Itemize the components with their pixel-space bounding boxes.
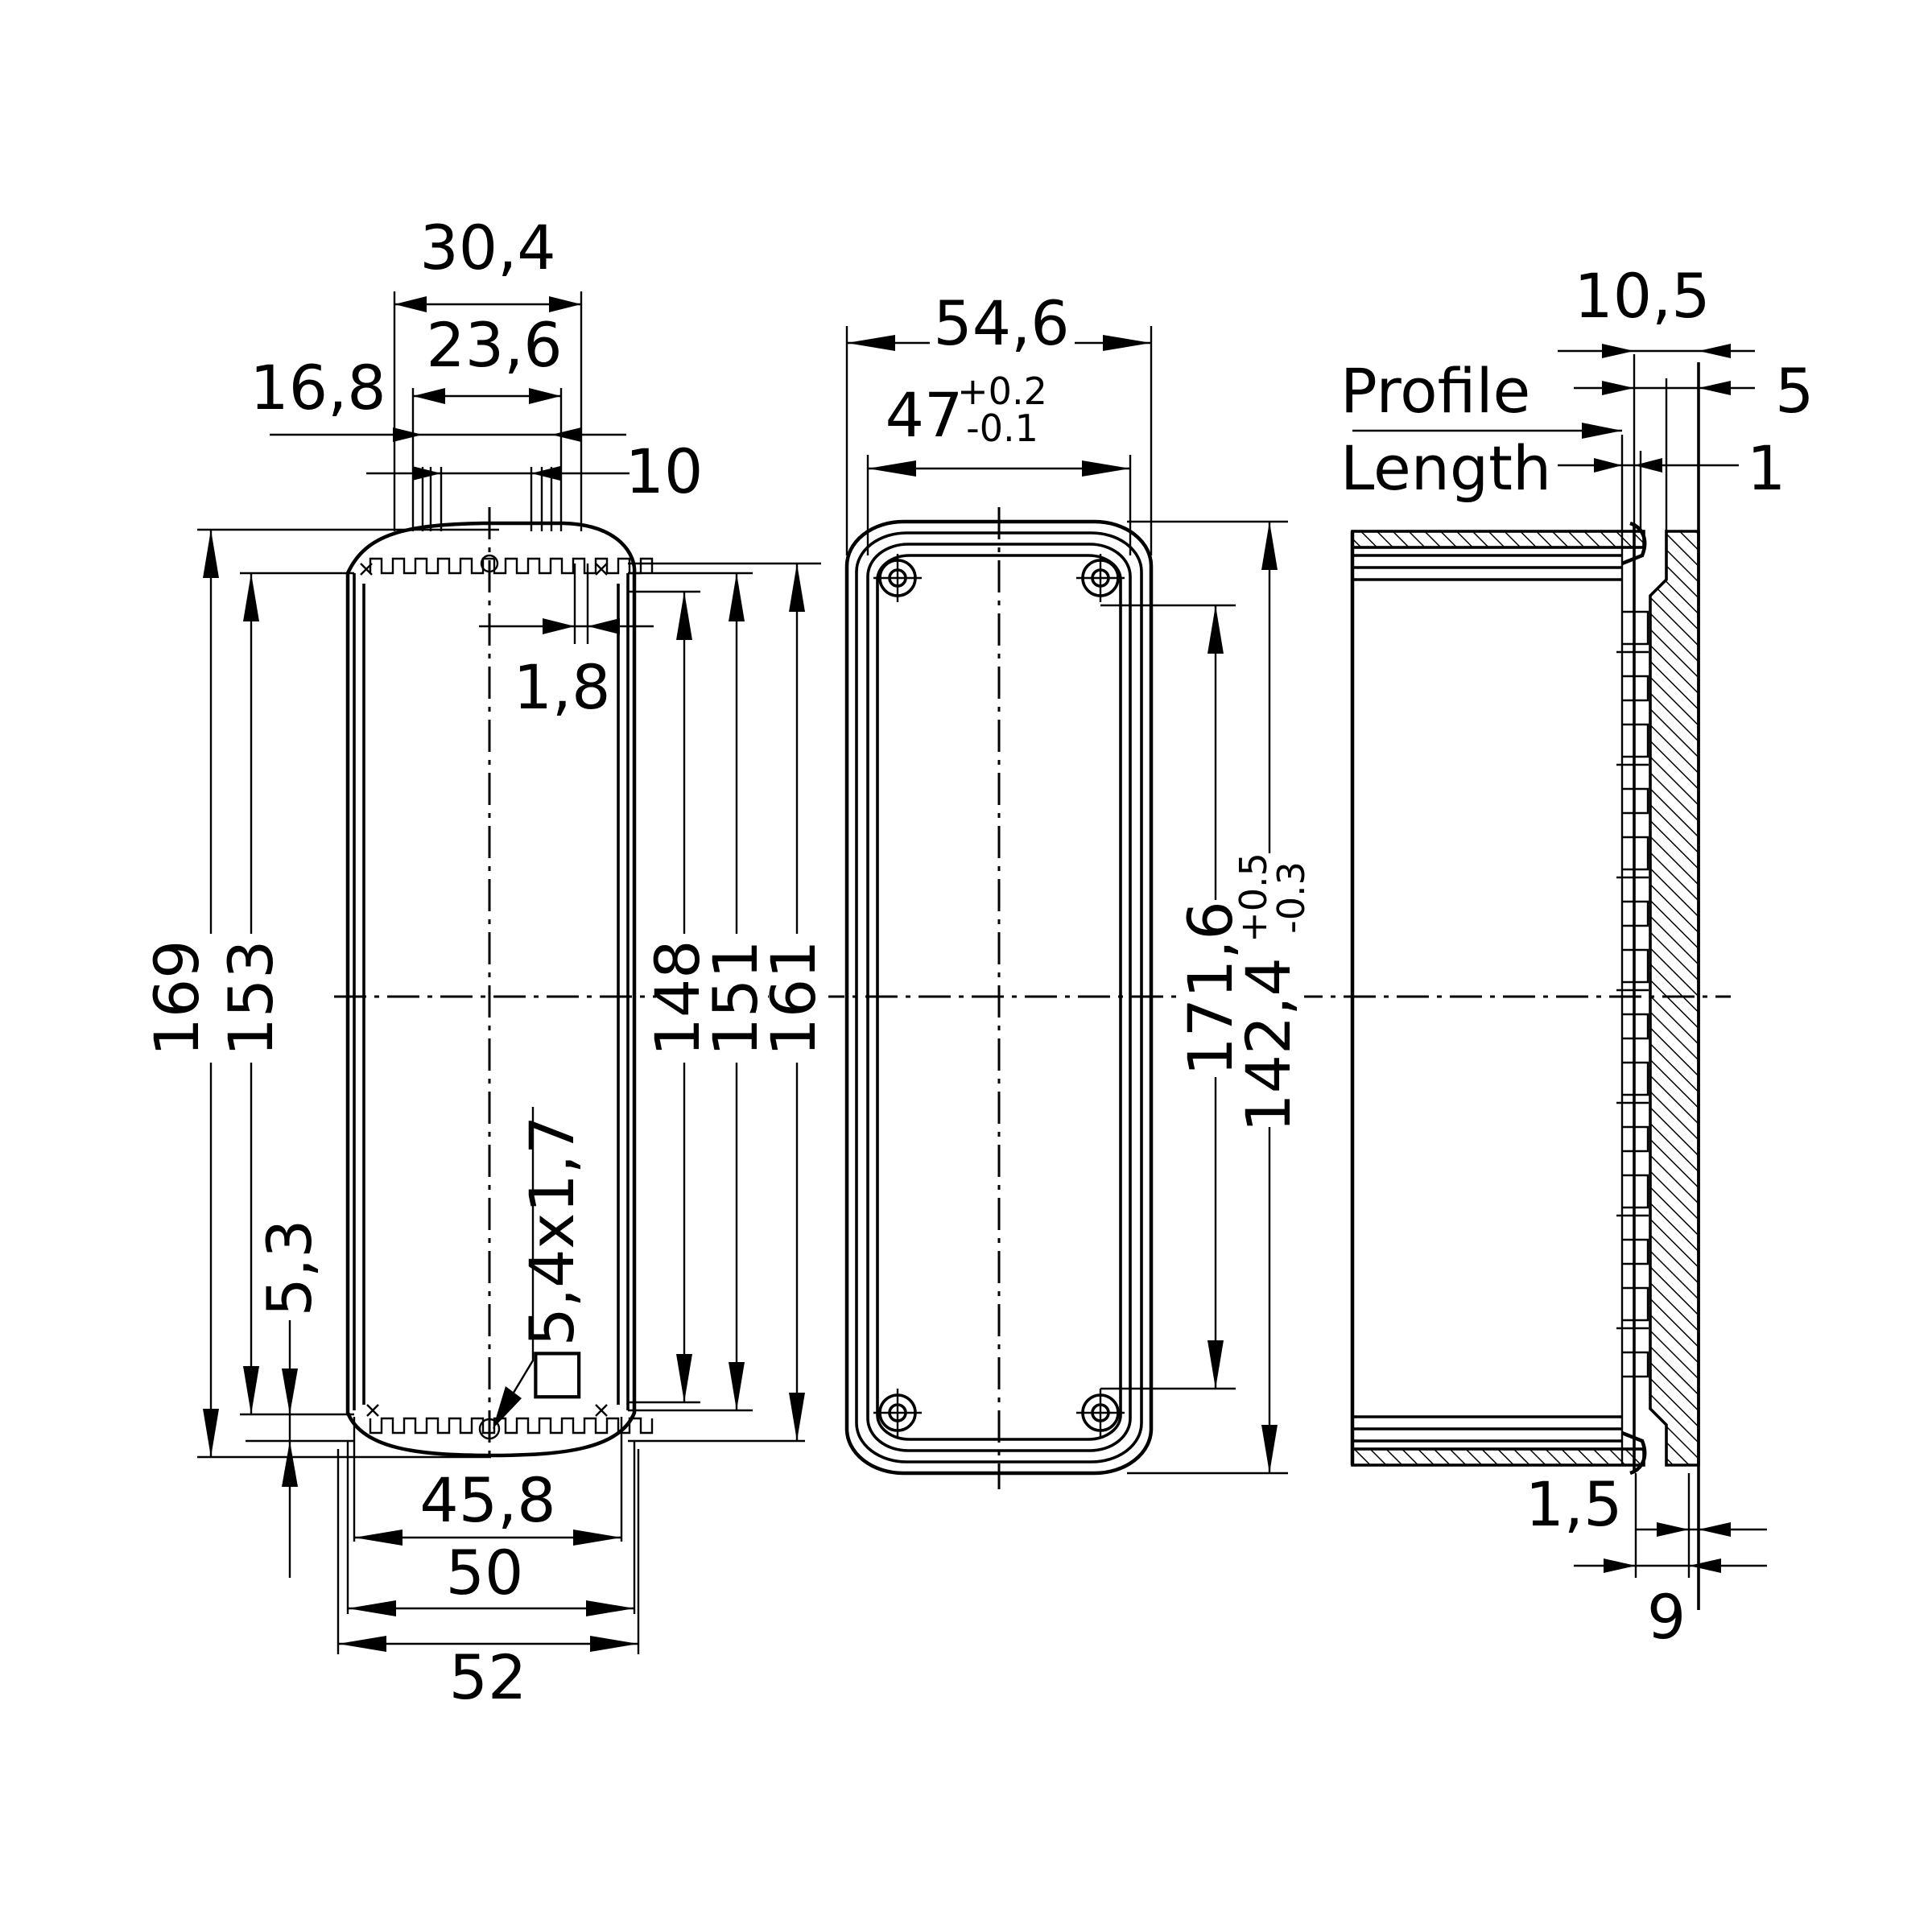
dim-10-5: 10,5 [1574, 260, 1710, 332]
left-view: 30,4 23,6 16,8 10 1,8 169 [141, 212, 1731, 1713]
dim-23-6: 23,6 [426, 309, 562, 381]
right-height-extension-lines [628, 562, 821, 1443]
dim-47: 47 [886, 379, 964, 451]
lid-extension-inner [866, 455, 1132, 555]
dim-5: 5 [1775, 355, 1814, 427]
top-extension-lines [393, 291, 583, 531]
top-serration [369, 557, 654, 575]
dim-54-6: 54,6 [933, 287, 1069, 359]
dim-5-3: 5,3 [254, 1220, 325, 1317]
lid-section [1649, 530, 1700, 1467]
dim-151: 151 [700, 939, 771, 1056]
dim-30-4: 30,4 [419, 212, 555, 283]
profile-label: Profile [1340, 355, 1530, 427]
dim-1-5: 1,5 [1525, 1468, 1623, 1540]
dim-16-8: 16,8 [250, 352, 386, 423]
profile-teeth [1616, 610, 1649, 1378]
dim-50: 50 [446, 1537, 524, 1608]
right-housing-ribs [1352, 554, 1622, 1443]
right-bottom-extension-lines [1634, 1473, 1700, 1578]
length-label: Length [1340, 432, 1551, 504]
dim-148: 148 [642, 939, 713, 1056]
dim-52: 52 [449, 1641, 527, 1713]
dim-9: 9 [1647, 1581, 1686, 1653]
dim-45-8: 45,8 [419, 1464, 555, 1536]
dim-161: 161 [758, 939, 829, 1056]
slot-label: □5,4x1,7 [516, 1116, 588, 1405]
dim-169: 169 [141, 939, 213, 1056]
bottom-extension-lines [336, 1417, 640, 1654]
top-wall [1351, 530, 1645, 549]
lid-extension-right [1100, 520, 1288, 1475]
housing-inner-wall [362, 584, 620, 1405]
dim-10: 10 [625, 436, 704, 507]
dim-153: 153 [215, 939, 287, 1056]
dim-1-8: 1,8 [514, 651, 611, 723]
right-view: 10,5 Profile 5 Length 1 1,5 9 [1340, 260, 1814, 1653]
dim-142-4: 142,4 [1232, 957, 1304, 1133]
left-height-extension-lines [197, 528, 499, 1459]
corner-cross-marks [360, 563, 608, 1417]
bottom-serration [369, 1417, 654, 1435]
dim-47-lower-tol: -0.1 [966, 407, 1038, 450]
lid-screw-holes [873, 554, 1125, 1437]
dim-142-4-lower-tol: -0.3 [1269, 861, 1313, 934]
dim-171-6: 171,6 [1174, 901, 1246, 1076]
dim-1: 1 [1747, 432, 1785, 504]
housing-inner-wall-2 [353, 573, 630, 1410]
dim-47-upper-tol: +0.2 [957, 369, 1047, 413]
bottom-wall [1351, 1447, 1645, 1467]
lid-extension-top [845, 326, 1153, 555]
dim-142-4-upper-tol: +0.5 [1232, 852, 1275, 943]
right-top-extension-lines [1620, 354, 1668, 580]
middle-view: 54,6 47 +0.2 -0.1 171,6 142,4 +0.5 -0.3 [844, 287, 1313, 1489]
